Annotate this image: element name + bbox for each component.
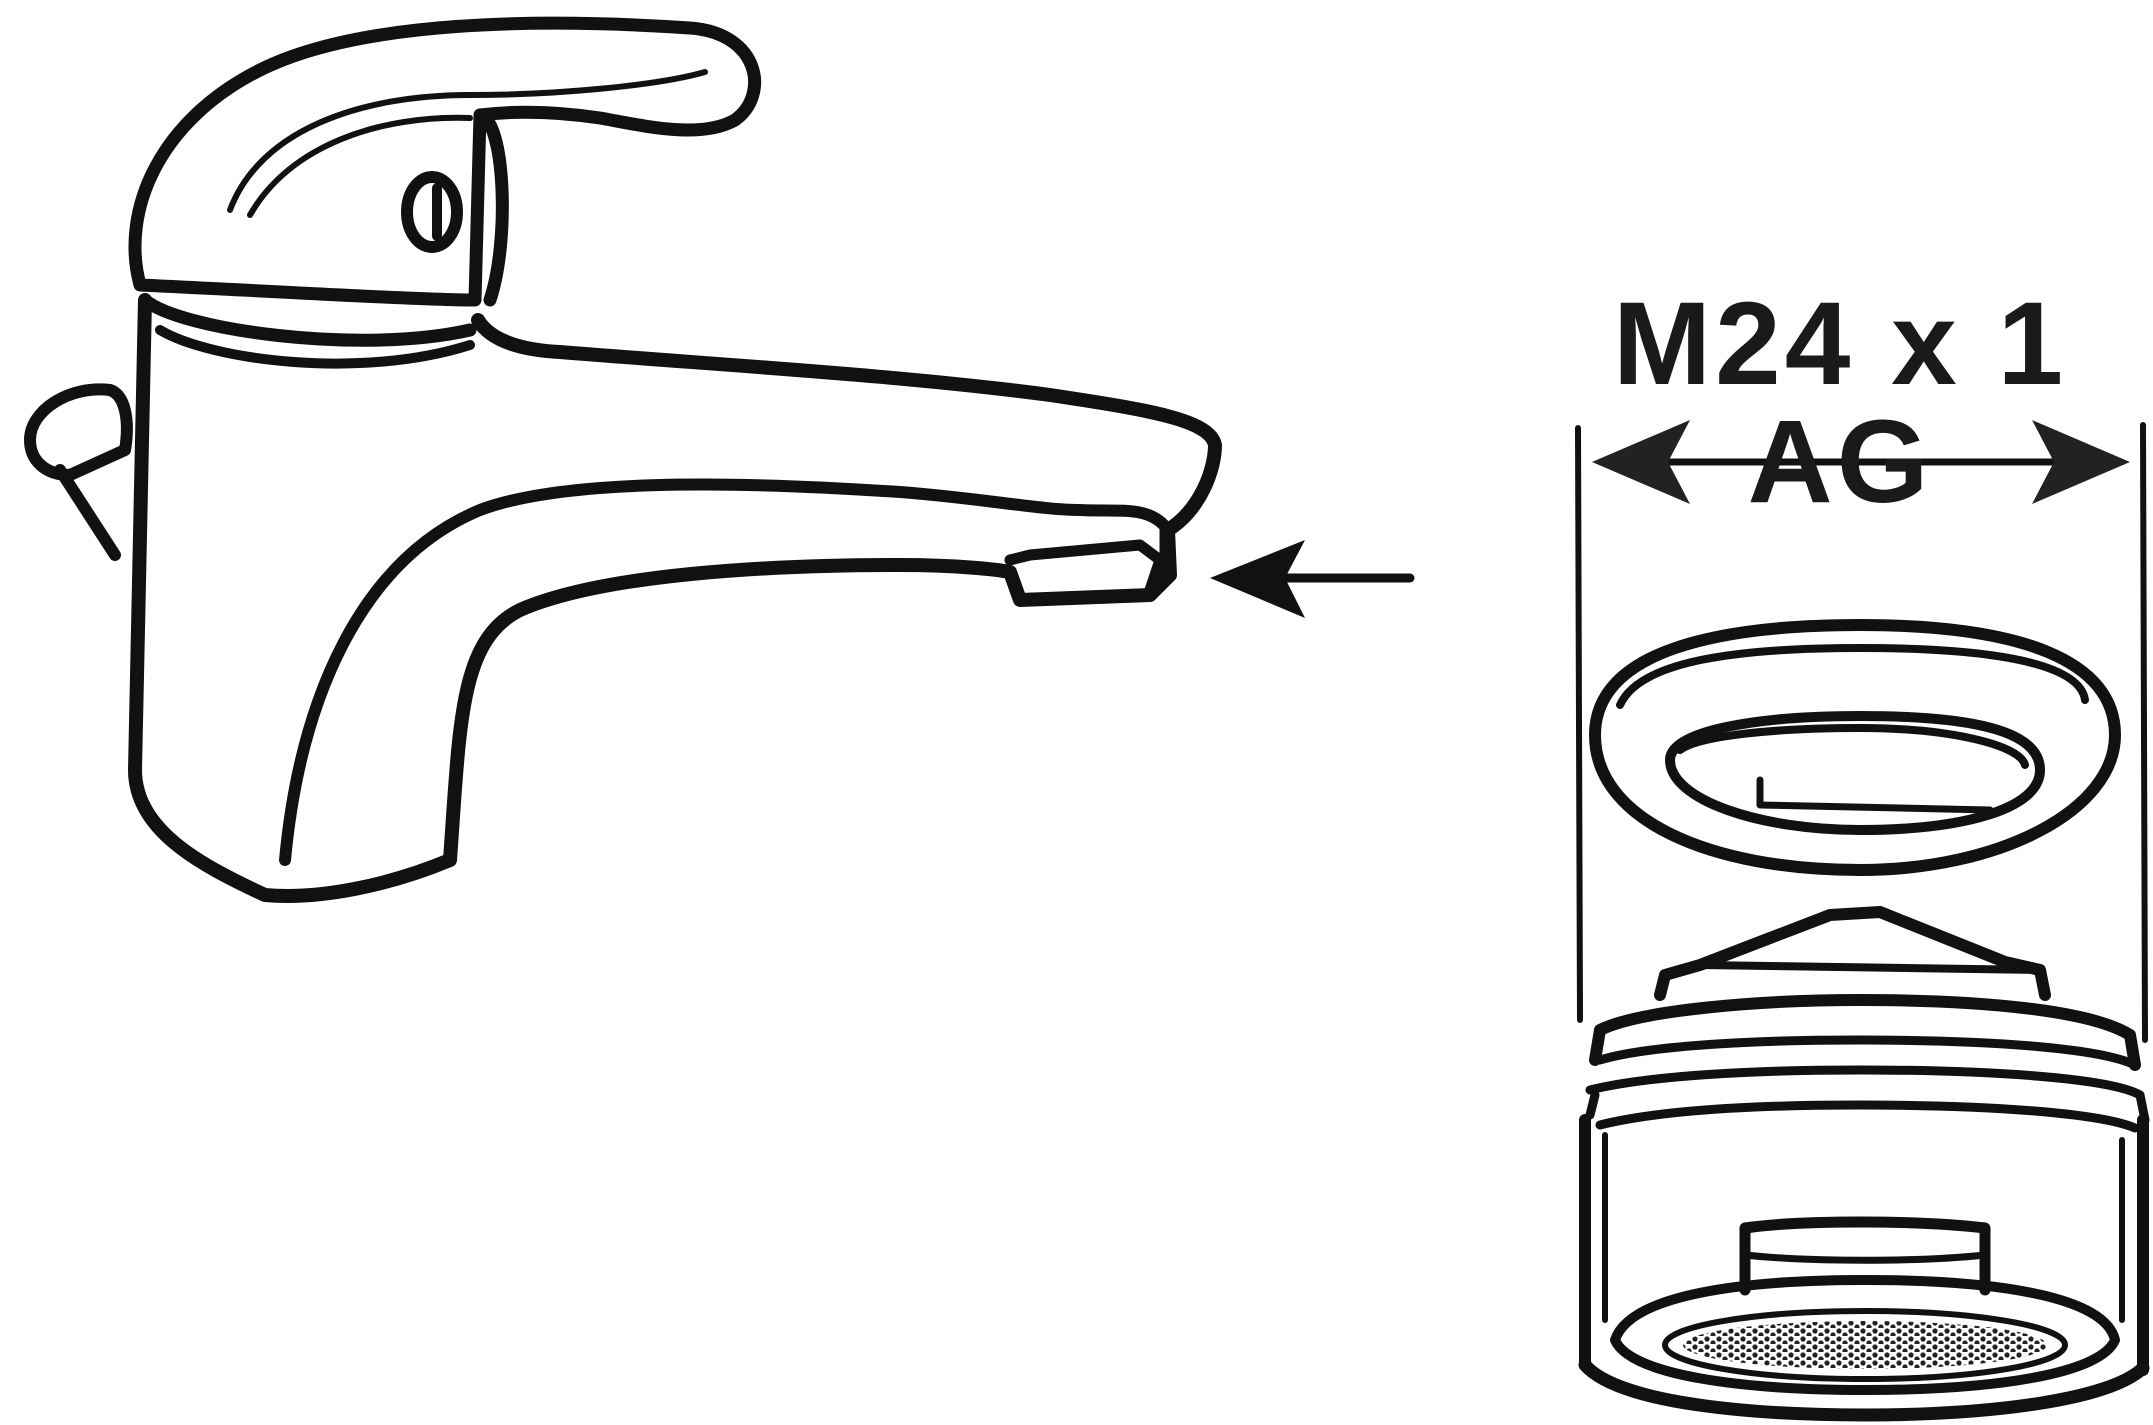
screw-cap-icon — [401, 171, 463, 253]
faucet-illustration — [24, 16, 1222, 903]
popup-rod — [54, 464, 121, 561]
faucet-lever — [128, 16, 762, 307]
cartridge-ring — [138, 293, 477, 347]
thread-size-label: M24 x 1 AG — [1612, 278, 2068, 528]
dimension-marker — [1575, 420, 2148, 1043]
aerator-insert — [1578, 906, 2150, 1422]
lever-inner-groove-2 — [247, 114, 473, 218]
spout-underside — [279, 478, 1174, 866]
dimension-arrow-left — [1592, 420, 1690, 504]
gasket-ring — [1589, 619, 2121, 876]
lever-inner-groove — [227, 69, 708, 213]
cartridge-ring-lower — [155, 325, 475, 369]
dimension-left-line — [1575, 425, 1583, 1023]
dimension-arrow-right — [2032, 420, 2130, 504]
mesh-dots — [1683, 1321, 2047, 1369]
lever-side-face — [473, 108, 509, 307]
spout-tip — [1004, 539, 1166, 596]
popup-rod-knob — [24, 383, 133, 481]
dimension-right-line — [2140, 422, 2148, 1043]
faucet-body — [128, 293, 1222, 903]
insert-arrow — [1210, 540, 1415, 618]
